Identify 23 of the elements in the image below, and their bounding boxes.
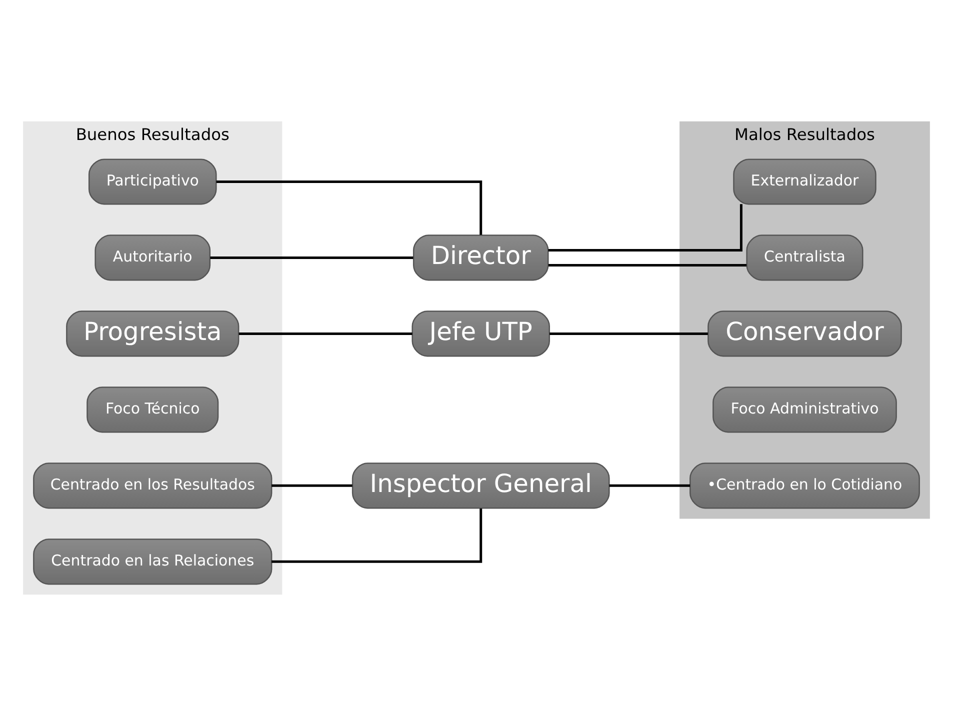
connector <box>548 204 742 251</box>
connector <box>216 180 482 234</box>
connector <box>548 263 747 266</box>
connector <box>272 484 352 486</box>
node-box: Autoritario <box>94 234 211 280</box>
node-box: Inspector General <box>352 462 610 508</box>
node-box: Foco Administrativo <box>712 386 897 432</box>
node-box: Jefe UTP <box>412 310 550 356</box>
connector <box>550 332 708 334</box>
node-box: Foco Técnico <box>86 386 219 432</box>
node-box: Centrado en las Relaciones <box>33 538 272 584</box>
connector <box>609 484 690 486</box>
node-box: Centrado en los Resultados <box>33 462 272 508</box>
connector <box>210 256 414 258</box>
connector <box>238 332 412 334</box>
connector <box>272 508 482 562</box>
node-box: Conservador <box>708 310 902 356</box>
node-box: •Centrado en lo Cotidiano <box>690 462 920 508</box>
node-box: Director <box>412 234 549 280</box>
node-box: Participativo <box>88 158 217 204</box>
node-box: Centralista <box>746 234 864 280</box>
node-box: Externalizador <box>733 158 876 204</box>
node-box: Progresista <box>66 310 240 356</box>
